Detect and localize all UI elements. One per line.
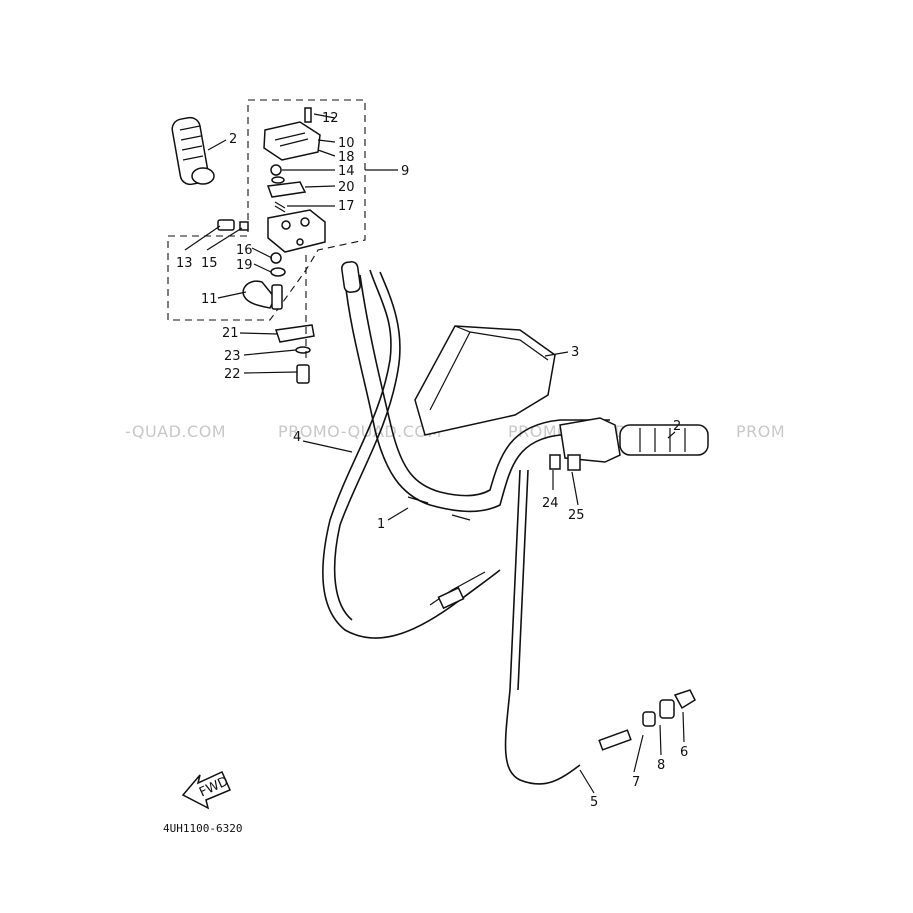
choke-lever xyxy=(242,280,283,310)
screw-24 xyxy=(549,454,561,470)
label-18: 18 xyxy=(338,150,355,165)
label-2-left: 2 xyxy=(229,132,237,147)
label-25: 25 xyxy=(568,508,585,523)
label-3: 3 xyxy=(571,345,579,360)
handlebar-end xyxy=(341,261,361,293)
label-6: 6 xyxy=(680,745,688,760)
label-11: 11 xyxy=(201,292,218,307)
label-13: 13 xyxy=(176,256,193,271)
switch-housing-top xyxy=(263,107,321,161)
label-21: 21 xyxy=(222,326,239,341)
adjuster-parts xyxy=(429,571,696,751)
label-14: 14 xyxy=(338,164,355,179)
label-20: 20 xyxy=(338,180,355,195)
left-grip xyxy=(171,116,215,186)
label-7: 7 xyxy=(632,775,640,790)
watermark-text-4: PROM xyxy=(736,422,785,441)
label-22: 22 xyxy=(224,367,241,382)
clamp-21 xyxy=(275,324,315,384)
label-12: 12 xyxy=(322,111,339,126)
label-23: 23 xyxy=(224,349,241,364)
label-5: 5 xyxy=(590,795,598,810)
cable-5 xyxy=(504,469,581,785)
watermark-text-2: PROMO-QUAD.COM xyxy=(278,422,442,441)
label-4: 4 xyxy=(293,430,301,445)
label-9: 9 xyxy=(401,164,409,179)
washer-19 xyxy=(270,267,286,277)
right-grip-assembly xyxy=(549,417,709,471)
watermark-text-1: -QUAD.COM xyxy=(125,422,226,441)
label-1: 1 xyxy=(377,517,385,532)
fwd-arrow: FWD xyxy=(181,771,231,810)
part-code: 4UH1100-6320 xyxy=(163,822,242,835)
handlebar xyxy=(341,261,610,521)
screw-25 xyxy=(567,454,581,471)
handlebar-cover xyxy=(414,325,556,436)
screw-13 xyxy=(217,219,249,231)
label-8: 8 xyxy=(657,758,665,773)
part-labels: 2 12 10 18 14 20 17 9 13 15 16 19 11 21 … xyxy=(176,111,688,810)
leader-lines xyxy=(184,113,685,794)
switch-housing-bottom xyxy=(267,209,326,253)
label-16: 16 xyxy=(236,243,253,258)
label-19: 19 xyxy=(236,258,253,273)
small-parts-stack xyxy=(266,164,307,213)
label-24: 24 xyxy=(542,496,559,511)
label-10: 10 xyxy=(338,136,355,151)
washer-16 xyxy=(270,252,282,264)
label-2-right: 2 xyxy=(673,419,681,434)
label-15: 15 xyxy=(201,256,218,271)
label-17: 17 xyxy=(338,199,355,214)
cable-4 xyxy=(322,269,501,639)
